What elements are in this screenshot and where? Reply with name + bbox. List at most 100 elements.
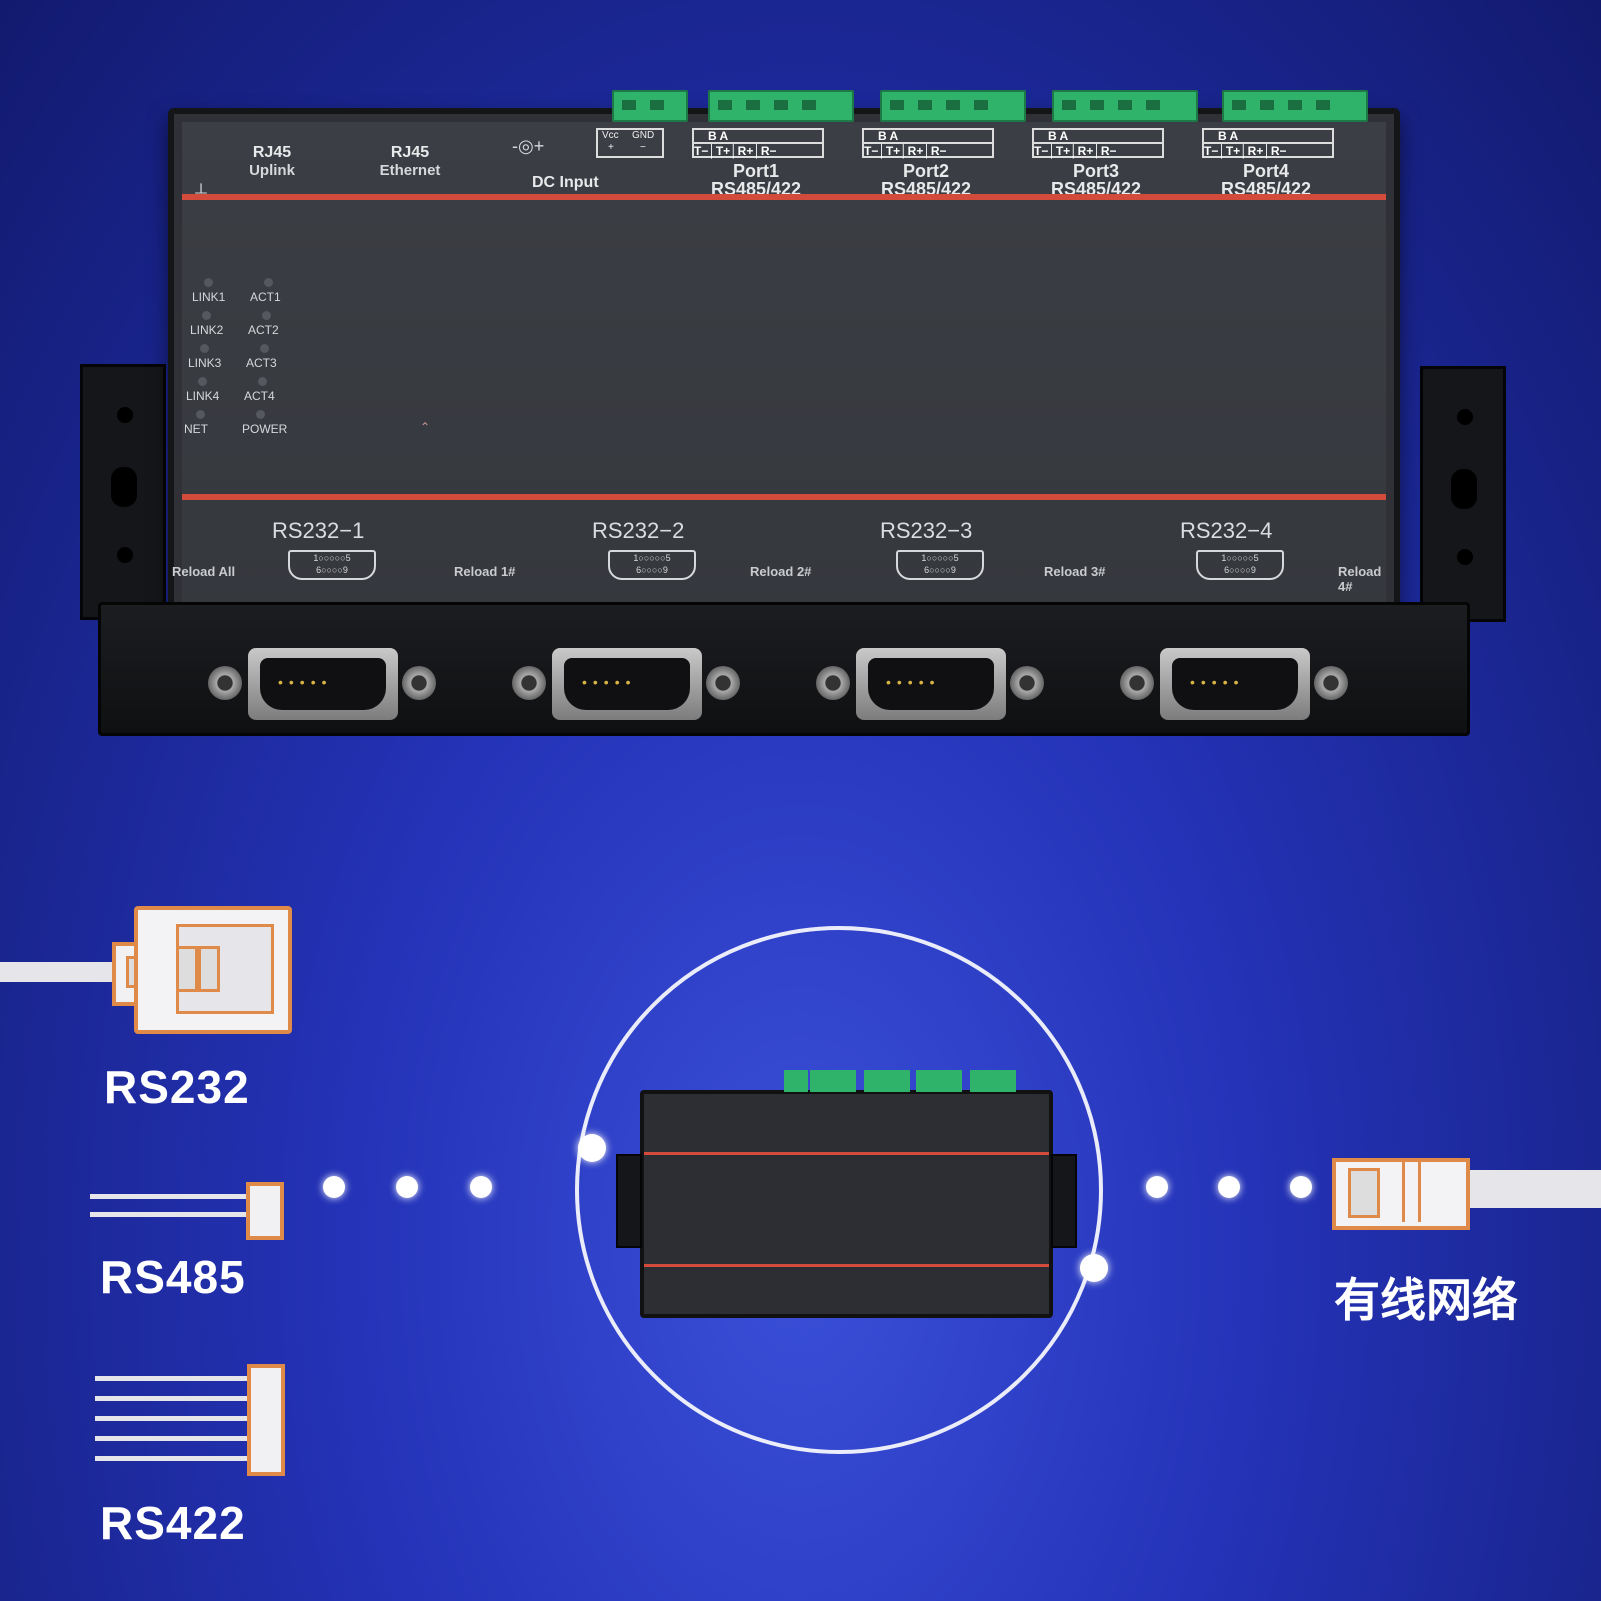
db9-serial-connector[interactable]: ••••• [816,644,1046,724]
terminal-block-port3 [1052,90,1198,122]
rs232-label: RS232 [104,1061,250,1113]
led-indicator [204,278,213,287]
led-label: ACT4 [244,389,275,403]
port-name: Port3 [1072,161,1119,181]
pin-row-top: B A [1218,129,1239,143]
port-type: RS485/422 [710,179,802,199]
led-indicator [200,344,209,353]
surface-mark: ⌃ [420,420,431,434]
led-indicator [260,344,269,353]
ethernet-connector-icon [1332,1158,1601,1234]
db9-serial-connector[interactable]: ••••• [1120,644,1350,724]
db9-icon-top: 1○○○○○5 [921,553,959,563]
minus-label: − [640,142,646,153]
led-row: LINK2 ACT2 [190,311,279,337]
led-label: POWER [242,422,288,436]
db9-serial-connector[interactable]: ••••• [512,644,742,724]
db9-icon-bottom: 6○○○○9 [636,565,668,575]
link-dot [1290,1176,1312,1198]
port-name: Port4 [1242,161,1289,181]
rj45-uplink-label: RJ45 [252,144,292,161]
led-label: LINK2 [190,323,224,337]
db9-pins: ••••• [582,674,637,690]
db9-pins: ••••• [1190,674,1245,690]
rs422-label: RS422 [100,1497,246,1549]
rs232-connector-icon [0,906,292,1036]
ethernet-label: Ethernet [379,162,441,179]
plus-label: + [608,142,614,153]
db9-serial-connector[interactable]: ••••• [208,644,438,724]
rs232-port-label: RS232−1 [272,518,365,543]
port-name: Port1 [732,161,779,181]
top-red-stripe [182,194,1386,200]
port-type: RS485/422 [880,179,972,199]
ring-node [578,1134,606,1162]
link-dot [323,1176,345,1198]
pin-row-top: B A [708,129,729,143]
dc-input-label: DC Input [532,174,599,191]
led-indicator [202,311,211,320]
reload-button-label: Reload 3# [1044,564,1106,579]
link-dot [470,1176,492,1198]
reload-button-label: Reload All [172,564,236,579]
led-label: ACT2 [248,323,279,337]
pin-row-top: B A [1048,129,1069,143]
db9-icon-bottom: 6○○○○9 [316,565,348,575]
db9-icon: 1○○○○○5 6○○○○9 [288,550,376,580]
reload-button-label: Reload 2# [750,564,812,579]
link-dot [1218,1176,1240,1198]
serial-server-device: ⏚ RJ45 Uplink RJ45 Ethernet -◎+ DC Input… [80,90,1506,744]
led-row: LINK3 ACT3 [188,344,277,370]
reload-button-label: Reload 1# [454,564,516,579]
rs485-connector-icon [90,1182,290,1242]
port-type: RS485/422 [1050,179,1142,199]
db9-icon-bottom: 6○○○○9 [1224,565,1256,575]
db9-icon-top: 1○○○○○5 [313,553,351,563]
device-face: ⏚ RJ45 Uplink RJ45 Ethernet -◎+ DC Input… [172,122,1386,613]
led-indicator [256,410,265,419]
link-dot [396,1176,418,1198]
device-top-panel: ⏚ RJ45 Uplink RJ45 Ethernet -◎+ DC Input… [168,90,1400,625]
led-label: ACT3 [246,356,277,370]
mini-device-illustration [616,1070,1077,1318]
vcc-label: Vcc [602,130,619,141]
rj45-ethernet-label: RJ45 [390,144,430,161]
db9-pins: ••••• [886,674,941,690]
port-type: RS485/422 [1220,179,1312,199]
rs422-connector-icon [95,1364,295,1476]
reload-button-label: Reload 4# [1338,564,1382,594]
rs232-port-label: RS232−3 [880,518,973,543]
pin-row-bottom: T−│T+│R+│R− [694,142,822,158]
led-row: NET POWER [184,410,287,436]
ring-node [1080,1254,1108,1282]
bottom-red-stripe [182,494,1386,500]
db9-icon: 1○○○○○5 6○○○○9 [608,550,696,580]
led-label: LINK3 [188,356,222,370]
left-mounting-bracket [80,364,166,620]
connection-ring [575,926,1103,1454]
rs232-port-label: RS232−4 [1180,518,1273,543]
db9-icon-top: 1○○○○○5 [633,553,671,563]
pin-row-top: B A [878,129,899,143]
uplink-label: Uplink [249,162,295,179]
dc-polarity-icon: -◎+ [512,136,545,156]
terminal-block-port1 [708,90,854,122]
port-name: Port2 [902,161,949,181]
pin-row-bottom: T−│T+│R+│R− [1034,142,1162,158]
ground-icon: ⏚ [192,182,210,202]
led-indicator [264,278,273,287]
led-label: ACT1 [250,290,281,304]
led-indicator [258,377,267,386]
led-label: NET [184,422,208,436]
link-dot [1146,1176,1168,1198]
